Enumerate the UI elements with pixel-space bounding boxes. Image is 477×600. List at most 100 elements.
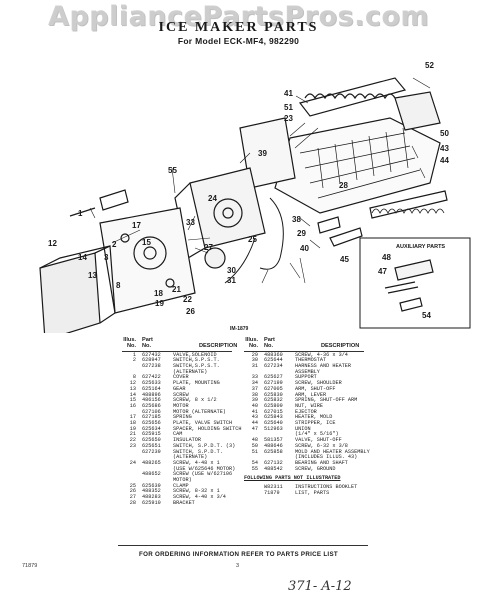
part-no: 488646	[264, 442, 283, 449]
illus-no: 34	[251, 380, 258, 387]
part-no: 625164	[142, 385, 161, 392]
illus-no: 25	[129, 482, 136, 489]
callout-51: 51	[284, 103, 293, 112]
part-no: 512963	[264, 425, 283, 432]
auxiliary-label: AUXILIARY PARTS	[396, 244, 445, 250]
exploded-parts-diagram: 52 41 51 23 50 43 44 39 55 1 24 33 17 15…	[39, 61, 471, 333]
callout-45: 45	[340, 255, 349, 264]
illus-no: 37	[251, 385, 258, 392]
header-rule	[122, 351, 232, 352]
part-description: SCREW, 8-32 x 1	[173, 488, 220, 495]
part-description: PLATE, MOUNTING	[173, 380, 220, 387]
part-no: 628947	[142, 357, 161, 364]
callout-3: 3	[104, 253, 109, 262]
part-description: COVER	[173, 374, 189, 381]
callout-54: 54	[422, 311, 431, 320]
part-description: UNION	[295, 425, 311, 432]
illus-no: 1	[132, 351, 136, 358]
part-no: 625686	[142, 402, 161, 409]
illus-no: 48	[251, 437, 258, 444]
part-no: W82311	[264, 484, 283, 491]
table-row: (1/4" x 5/16")	[244, 432, 364, 438]
illus-no: 50	[251, 442, 258, 449]
illus-no: 27	[129, 494, 136, 501]
part-no: 627239	[142, 448, 161, 455]
part-description: SCREW, 6-32 x 3/8	[295, 442, 348, 449]
part-no: 627234	[264, 363, 283, 369]
callout-50: 50	[440, 129, 449, 138]
callout-31: 31	[227, 276, 236, 285]
illus-no: 54	[251, 459, 258, 466]
callout-13: 13	[88, 271, 97, 280]
callout-38: 38	[292, 215, 301, 224]
callout-47: 47	[378, 267, 387, 276]
illus-no: 12	[129, 380, 136, 387]
illus-no: 21	[129, 431, 136, 438]
callout-12: 12	[48, 239, 57, 248]
part-description: SWITCH,S.P.S.T.	[173, 363, 220, 369]
callout-1: 1	[78, 209, 83, 218]
callout-27: 27	[204, 243, 213, 252]
figure-id: IM-1879	[230, 326, 249, 332]
table-row: 50 488646 SCREW, 6-32 x 3/8	[244, 442, 364, 450]
callout-29: 29	[297, 229, 306, 238]
table-row: 26 488352 SCREW, 8-32 x 1	[122, 489, 232, 495]
illus-no: 38	[251, 391, 258, 398]
illus-no: 44	[251, 420, 258, 427]
callout-55: 55	[168, 166, 177, 175]
part-no: 488360	[264, 351, 283, 358]
table-header-right: Illus.Part No.No.DESCRIPTION	[244, 337, 364, 350]
part-description: SCREW	[173, 391, 189, 398]
illus-no: 15	[129, 397, 136, 404]
handwritten-note: 371- A-12	[288, 579, 352, 594]
callout-33: 33	[186, 218, 195, 227]
part-no: 488352	[142, 488, 161, 495]
callout-52: 52	[425, 61, 434, 70]
part-no: 625639	[142, 482, 161, 489]
illus-no: 39	[251, 397, 258, 404]
part-description: CLAMP	[173, 482, 189, 489]
part-description: ARM, LEVER	[295, 391, 327, 398]
illus-no: 16	[129, 402, 136, 409]
callout-15: 15	[142, 238, 151, 247]
callout-43: 43	[440, 144, 449, 153]
shut-off-arm	[329, 227, 363, 247]
illus-no: 26	[129, 488, 136, 495]
solenoid-valve	[99, 189, 129, 211]
callout-18: 18	[154, 289, 163, 298]
callout-28: 28	[339, 181, 348, 190]
illus-no: 30	[251, 357, 258, 364]
header-part: Part	[264, 337, 275, 343]
callout-23: 23	[284, 114, 293, 123]
illus-no: 13	[129, 385, 136, 392]
part-no: 625832	[264, 397, 283, 404]
part-no: 625843	[264, 414, 283, 421]
illus-no: 18	[129, 420, 136, 427]
wire-harness	[224, 197, 284, 284]
part-no: 625627	[264, 374, 283, 381]
ordering-footer: FOR ORDERING INFORMATION REFER TO PARTS …	[139, 551, 338, 558]
part-no: 581357	[264, 437, 283, 444]
header-description: DESCRIPTION	[199, 343, 238, 350]
illus-no: 28	[129, 499, 136, 506]
illus-no: 51	[251, 448, 258, 455]
page-code: 71879	[22, 563, 38, 569]
